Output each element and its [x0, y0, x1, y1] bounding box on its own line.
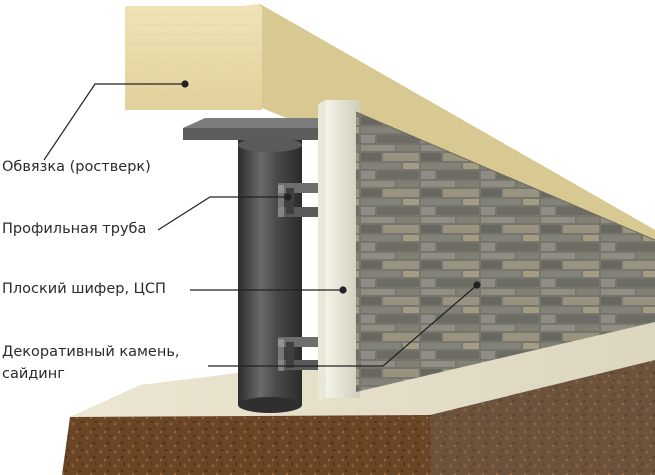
label-flat-slate: Плоский шифер, ЦСП [2, 281, 166, 297]
label-decor-stone-line1: Декоративный камень, [2, 344, 180, 360]
leader-decor-stone [208, 284, 478, 367]
label-profile-pipe: Профильная труба [2, 221, 147, 237]
soil-side-shade [430, 360, 655, 475]
slate-board-edge [318, 100, 326, 402]
label-strapping: Обвязка (ростверк) [2, 159, 151, 175]
slate-board [326, 100, 360, 398]
soil-side [430, 360, 655, 475]
label-decor-stone-line2: сайдинг [2, 366, 65, 382]
leader-strapping [43, 83, 185, 161]
stone-cladding [356, 112, 655, 392]
soil-front [62, 415, 430, 475]
leader-lines [43, 80, 481, 367]
profile-bracket-bottom [278, 337, 326, 371]
cap-plate [183, 128, 318, 140]
leader-profile-pipe [157, 196, 288, 231]
profile-bracket-top [278, 183, 326, 217]
